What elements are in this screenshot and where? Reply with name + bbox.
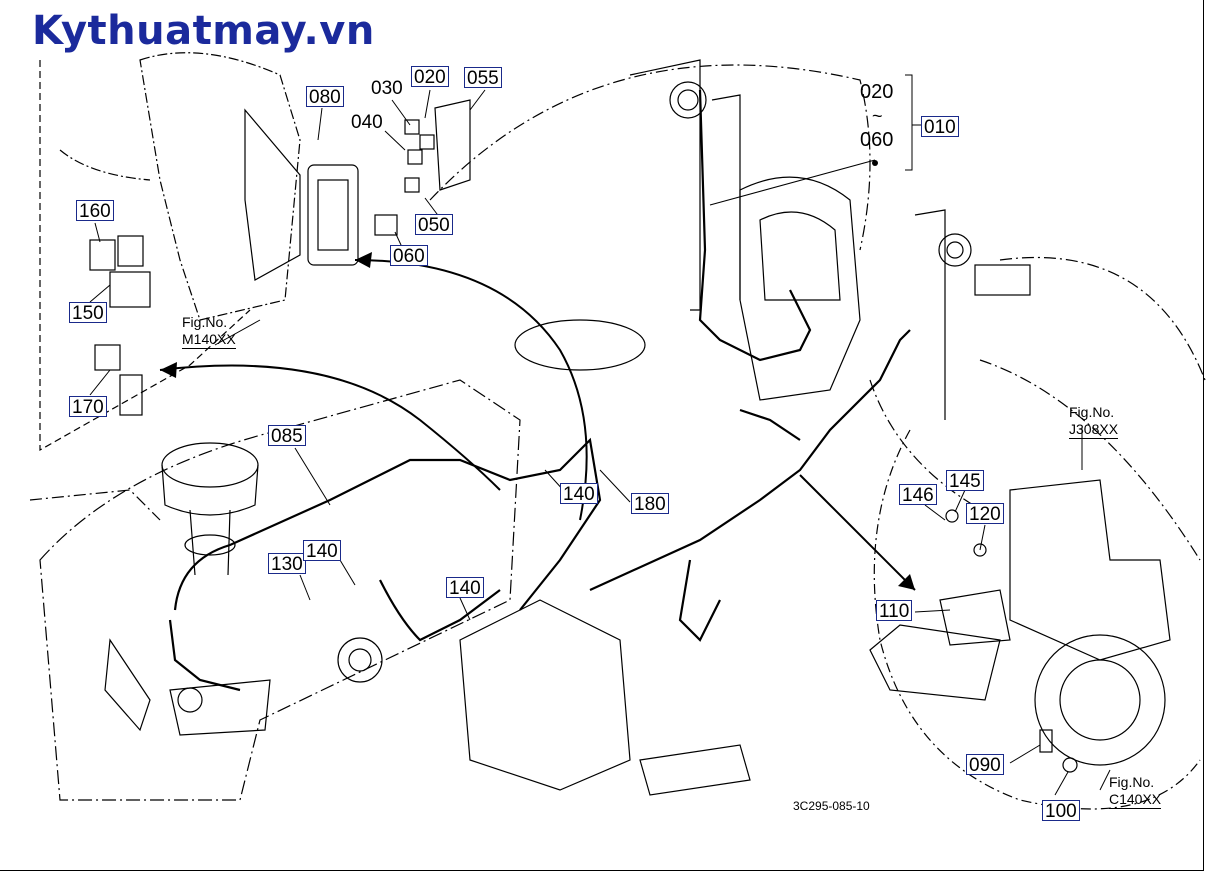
site-watermark: Kythuatmay.vn <box>32 8 375 54</box>
steering-wheel <box>514 319 646 371</box>
callout-140-right: 140 <box>560 483 598 505</box>
flywheel-housing <box>1034 634 1166 766</box>
rear-fender-right <box>999 256 1206 381</box>
alternator <box>337 637 383 683</box>
fig-ref-m140: Fig.No. M140XX <box>182 314 236 349</box>
arrow-060 <box>354 259 588 521</box>
callout-010: 010 <box>921 116 959 138</box>
fig-ref-j308: Fig.No. J308XX <box>1069 404 1119 439</box>
headlight-right <box>169 679 271 736</box>
callout-055: 055 <box>464 67 502 89</box>
range-label-bottom: 060 <box>860 129 894 151</box>
roll-bar-right <box>914 209 946 420</box>
callout-085: 085 <box>268 425 306 447</box>
callout-020: 020 <box>411 66 449 88</box>
callout-180: 180 <box>631 493 669 515</box>
callout-145: 145 <box>946 470 984 492</box>
harness-main <box>173 437 602 611</box>
rear-fender-left <box>429 64 871 251</box>
callout-140-center: 140 <box>446 577 484 599</box>
range-label-top: 020 <box>860 81 894 103</box>
range-label-tilde: ~ <box>872 106 883 126</box>
inset-circle <box>873 429 1201 810</box>
callout-170: 170 <box>69 396 107 418</box>
callout-090: 090 <box>966 754 1004 776</box>
drawing-code: 3C295-085-10 <box>793 799 870 813</box>
callout-060: 060 <box>390 245 428 267</box>
fig-ref-c140: Fig.No. C140XX <box>1109 774 1162 809</box>
callout-030: 030 <box>371 78 403 99</box>
callout-120: 120 <box>966 503 1004 525</box>
seat <box>739 176 861 401</box>
callout-110: 110 <box>876 600 913 622</box>
callout-040: 040 <box>351 112 383 133</box>
inset-panel <box>139 52 301 321</box>
callout-080: 080 <box>306 86 344 108</box>
headlight-left <box>104 638 151 732</box>
callout-100: 100 <box>1042 800 1080 822</box>
callout-150: 150 <box>69 302 107 324</box>
callout-140-left: 140 <box>303 540 341 562</box>
hydraulic-block <box>1009 479 1171 661</box>
callout-160: 160 <box>76 200 114 222</box>
control-unit <box>307 164 359 266</box>
hood <box>39 379 521 801</box>
inset-dashed-outline <box>39 60 251 452</box>
mounting-plate <box>869 624 1001 701</box>
callout-130: 130 <box>268 553 306 575</box>
arrow-j308 <box>799 474 916 591</box>
callout-050: 050 <box>415 214 453 236</box>
roll-bar-left <box>629 59 701 311</box>
arrow-m140 <box>159 364 501 491</box>
callout-146: 146 <box>899 484 937 506</box>
